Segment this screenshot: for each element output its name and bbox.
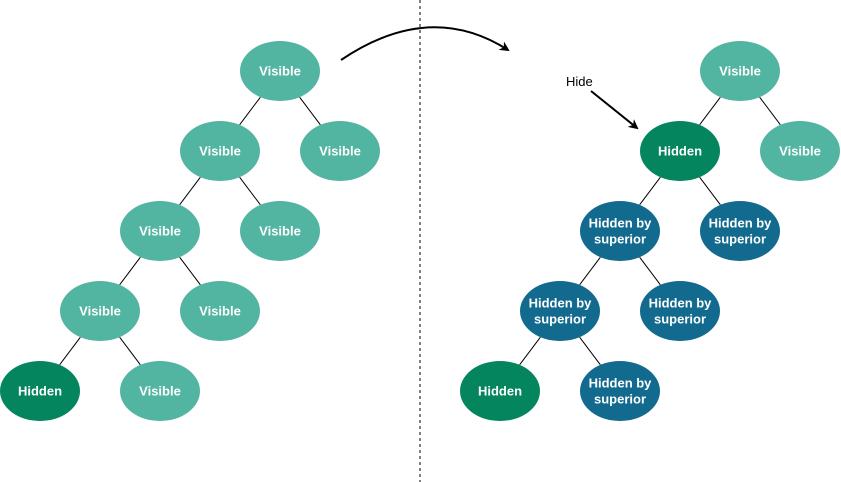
- node-label: Hidden by: [709, 216, 773, 231]
- hide-annotation-arrow: [590, 90, 639, 130]
- left_tree-edge-l4-l6: [119, 256, 141, 286]
- node-ellipse: [120, 201, 200, 261]
- right_tree-edge-r4-r6: [579, 256, 601, 286]
- node-label: Visible: [199, 144, 241, 159]
- node-ellipse: [580, 361, 660, 421]
- node-ellipse: [120, 361, 200, 421]
- node-label: Visible: [259, 224, 301, 239]
- node-ellipse: [700, 41, 780, 101]
- edges-layer: [59, 96, 781, 366]
- right_tree-edge-r2-r4: [639, 176, 661, 206]
- node-ellipse: [640, 281, 720, 341]
- right_tree-node-hidden: Hidden: [640, 121, 720, 181]
- left_tree-edge-l4-l7: [179, 256, 201, 286]
- node-label: Visible: [139, 224, 181, 239]
- node-ellipse: [640, 121, 720, 181]
- left_tree-edge-l1-l3: [299, 96, 321, 126]
- node-label: Hidden: [478, 384, 522, 399]
- left_tree-node-visible: Visible: [180, 281, 260, 341]
- node-label: superior: [654, 312, 706, 327]
- node-ellipse: [460, 361, 540, 421]
- node-label: Visible: [779, 144, 821, 159]
- node-ellipse: [180, 281, 260, 341]
- transition-arrow: [340, 26, 510, 61]
- left_tree-edge-l6-l9: [119, 336, 141, 366]
- hide-annotation-label: Hide: [566, 74, 593, 89]
- node-label: Hidden by: [649, 296, 713, 311]
- node-label: Hidden by: [589, 376, 653, 391]
- node-label: Visible: [79, 304, 121, 319]
- left_tree-node-visible: Visible: [240, 41, 320, 101]
- node-label: Visible: [719, 64, 761, 79]
- left_tree-node-visible: Visible: [240, 201, 320, 261]
- left_tree-node-visible: Visible: [120, 361, 200, 421]
- node-label: Visible: [319, 144, 361, 159]
- node-ellipse: [520, 281, 600, 341]
- right_tree-edge-r6-r9: [579, 336, 601, 366]
- right_tree-edge-r6-r8: [519, 336, 541, 366]
- right_tree-edge-r1-r3: [759, 96, 781, 126]
- left_tree-node-visible: Visible: [60, 281, 140, 341]
- node-label: Visible: [139, 384, 181, 399]
- node-label: Hidden by: [529, 296, 593, 311]
- left_tree-edge-l2-l5: [239, 176, 261, 206]
- node-label: Hidden by: [589, 216, 653, 231]
- left_tree-edge-l1-l2: [239, 96, 261, 126]
- left_tree-node-visible: Visible: [300, 121, 380, 181]
- node-ellipse: [760, 121, 840, 181]
- node-ellipse: [300, 121, 380, 181]
- right_tree-node-visible: Visible: [700, 41, 780, 101]
- node-ellipse: [700, 201, 780, 261]
- node-label: Hidden: [18, 384, 62, 399]
- node-label: Visible: [259, 64, 301, 79]
- right_tree-edge-r4-r7: [639, 256, 661, 286]
- left_tree-node-visible: Visible: [120, 201, 200, 261]
- node-label: Hidden: [658, 144, 702, 159]
- node-ellipse: [580, 201, 660, 261]
- node-label: superior: [594, 232, 646, 247]
- node-label: superior: [534, 312, 586, 327]
- node-ellipse: [60, 281, 140, 341]
- node-ellipse: [180, 121, 260, 181]
- node-ellipse: [0, 361, 80, 421]
- node-label: superior: [594, 392, 646, 407]
- left_tree-edge-l2-l4: [179, 176, 201, 206]
- node-label: superior: [714, 232, 766, 247]
- right_tree-edge-r2-r5: [699, 176, 721, 206]
- right_tree-edge-r1-r2: [699, 96, 721, 126]
- node-label: Visible: [199, 304, 241, 319]
- left_tree-node-hidden: Hidden: [0, 361, 80, 421]
- left_tree-edge-l6-l8: [59, 336, 81, 366]
- left_tree-node-visible: Visible: [180, 121, 260, 181]
- right_tree-node-hidden: Hidden: [460, 361, 540, 421]
- right_tree-node-visible: Visible: [760, 121, 840, 181]
- node-ellipse: [240, 41, 320, 101]
- node-ellipse: [240, 201, 320, 261]
